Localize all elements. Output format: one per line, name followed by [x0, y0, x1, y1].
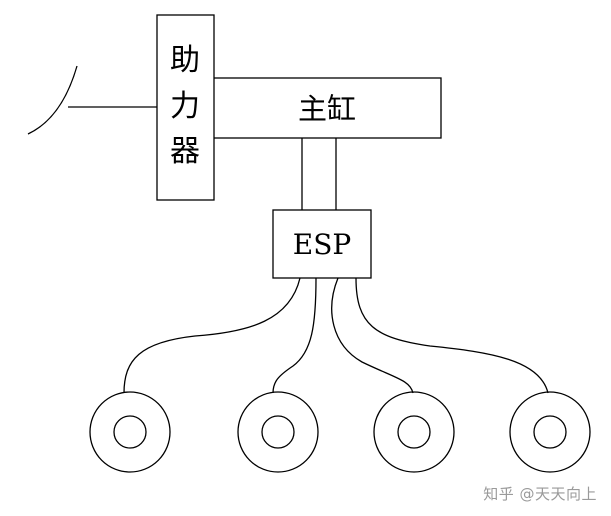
brake-pedal [27, 65, 157, 135]
wheel-line-4 [355, 277, 549, 394]
esp-label: ESP [293, 228, 351, 261]
wheel-line-2 [272, 277, 317, 394]
wheel-line-3 [331, 277, 414, 394]
wheel-2 [237, 391, 319, 473]
wheel-line-1 [123, 277, 301, 394]
watermark: 知乎 @天天向上 [483, 485, 597, 503]
booster-label-char-2: 力 [170, 89, 200, 124]
master-cylinder-label: 主缸 [298, 92, 356, 126]
master-cylinder-box [212, 77, 442, 139]
booster-label-char-3: 器 [170, 134, 200, 169]
esp-box [272, 209, 372, 279]
wheel-3 [373, 391, 455, 473]
wheel-1 [89, 391, 171, 473]
wheel-4 [509, 391, 591, 473]
booster-box [156, 14, 215, 201]
booster-label-char-1: 助 [170, 43, 200, 78]
